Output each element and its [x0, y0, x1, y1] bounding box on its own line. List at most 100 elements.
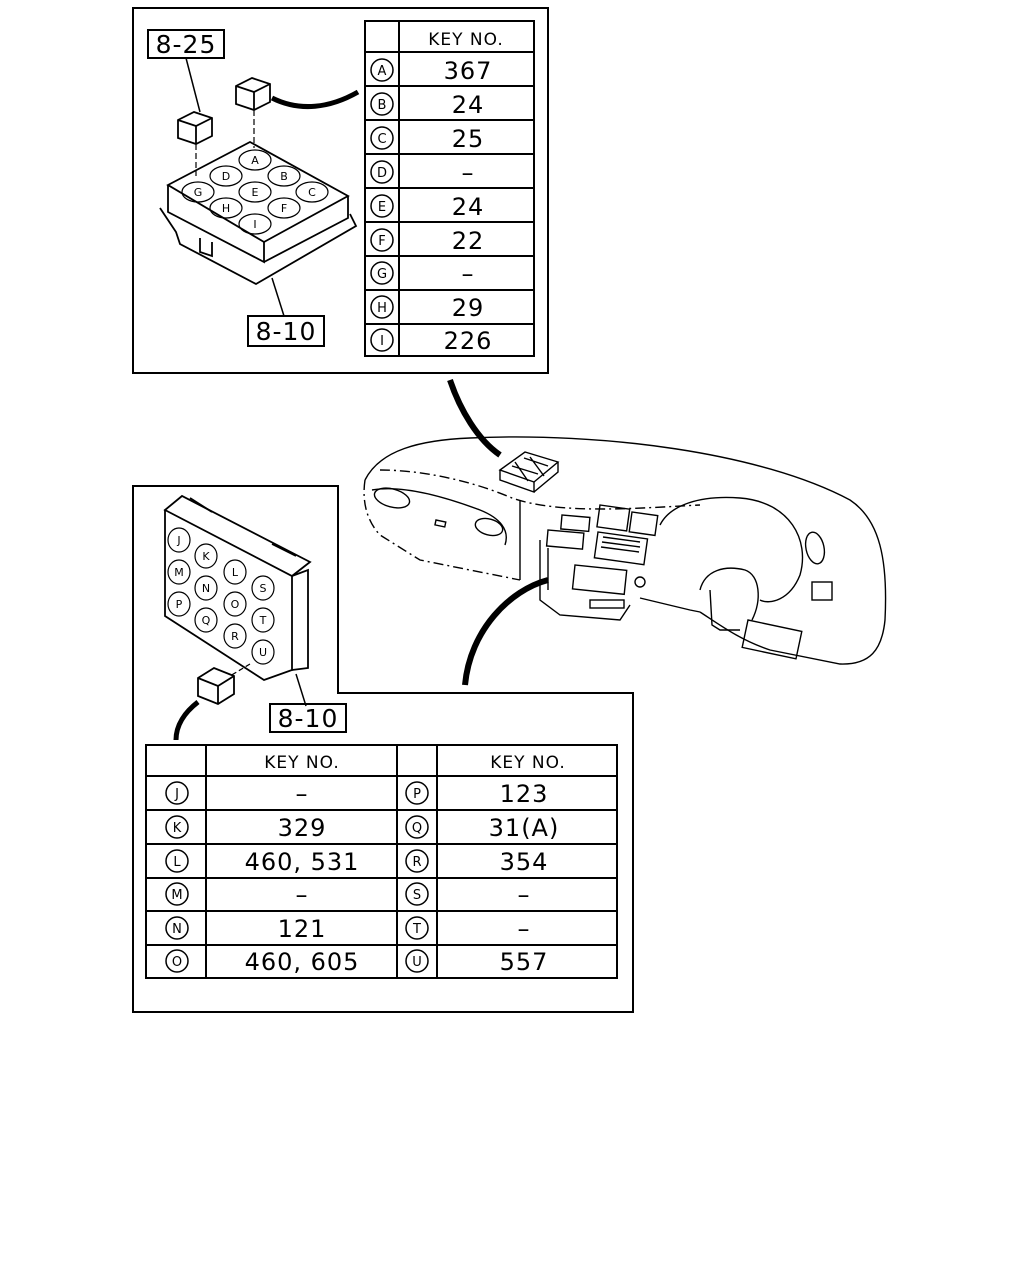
table-row: P 123 [405, 780, 549, 808]
svg-text:Q: Q [202, 614, 211, 627]
svg-text:D: D [222, 170, 230, 183]
table-row: C 25 [370, 125, 485, 153]
table-row: D – [370, 159, 475, 187]
svg-text:N: N [202, 582, 210, 595]
bottom-key-table: KEY NO. KEY NO. J – K 329 L 460, 531 M [145, 744, 618, 979]
ref-box-8-10-top: 8-10 [247, 315, 325, 347]
table-row: O 460, 605 [165, 948, 360, 976]
dashboard-illustration [363, 436, 887, 665]
table-row: K 329 [165, 814, 327, 842]
table-row: B 24 [370, 91, 485, 119]
row-value: 25 [452, 125, 485, 153]
row-letter: N [172, 922, 182, 937]
table-row: T – [405, 915, 531, 943]
relay-block-top: A D B G E C H F I [159, 140, 358, 317]
row-value: 24 [452, 193, 485, 221]
table-row: A 367 [370, 57, 493, 85]
row-value: – [296, 881, 309, 909]
svg-text:E: E [252, 186, 259, 199]
relay-icon [197, 666, 235, 706]
row-letter: G [377, 267, 387, 282]
svg-text:I: I [253, 218, 256, 231]
row-letter: F [378, 234, 385, 249]
table-row: U 557 [405, 948, 549, 976]
relay-block-bottom: J K L S M N O T P Q R U [163, 494, 312, 707]
row-letter: Q [412, 821, 422, 836]
svg-text:C: C [308, 186, 316, 199]
table-row: H 29 [370, 294, 485, 322]
row-letter: K [173, 821, 182, 836]
ref-box-8-10-bottom: 8-10 [269, 703, 347, 733]
svg-text:R: R [231, 630, 239, 643]
row-value: 31(A) [489, 814, 560, 842]
leader-curve [173, 700, 200, 741]
top-panel: 8-25 [132, 7, 549, 374]
table-row: F 22 [370, 227, 485, 255]
table-header-right: KEY NO. [490, 753, 566, 773]
row-value: 354 [500, 848, 549, 876]
row-letter: T [412, 922, 421, 937]
leader-curve [270, 89, 360, 110]
row-letter: P [413, 787, 421, 802]
row-letter: B [378, 98, 387, 113]
row-letter: E [378, 200, 386, 215]
row-letter: L [173, 855, 181, 870]
svg-text:U: U [259, 646, 267, 659]
svg-text:O: O [231, 598, 240, 611]
svg-text:A: A [251, 154, 259, 167]
row-letter: J [174, 787, 179, 802]
row-value: – [462, 260, 475, 288]
ref-box-8-25: 8-25 [147, 29, 225, 113]
table-row: Q 31(A) [405, 814, 560, 842]
svg-text:J: J [176, 534, 180, 547]
row-value: 123 [500, 780, 549, 808]
top-panel-frame [132, 7, 549, 374]
row-value: 557 [500, 948, 549, 976]
row-value: 24 [452, 91, 485, 119]
row-letter: C [377, 132, 386, 147]
row-value: – [462, 159, 475, 187]
relay-icon [177, 111, 213, 176]
svg-text:B: B [280, 170, 288, 183]
row-letter: A [378, 64, 387, 79]
row-letter: U [412, 955, 422, 970]
row-letter: H [377, 301, 387, 316]
row-value: – [518, 881, 531, 909]
row-letter: D [377, 166, 387, 181]
row-value: 329 [278, 814, 327, 842]
bottom-panel-frame [132, 485, 634, 1013]
socket-letters [181, 149, 329, 235]
row-value: 29 [452, 294, 485, 322]
bottom-panel: J K L S M N O T P Q R U 8-10 [132, 485, 634, 1013]
row-value: 226 [444, 327, 493, 355]
row-letter: O [172, 955, 182, 970]
row-letter: M [171, 888, 182, 903]
ref-label-8-10-bottom: 8-10 [278, 704, 339, 733]
svg-text:K: K [202, 550, 210, 563]
leader-curve [447, 379, 502, 458]
svg-text:F: F [281, 202, 287, 215]
row-value: 460, 605 [245, 948, 360, 976]
row-letter: I [380, 334, 384, 349]
table-row: S – [405, 881, 531, 909]
row-letter: R [412, 855, 421, 870]
svg-text:M: M [174, 566, 184, 579]
top-key-table: KEY NO. A 367 B 24 C 25 D – [364, 20, 535, 357]
ref-label-8-25: 8-25 [156, 30, 217, 59]
leader-curve [462, 577, 549, 686]
row-value: – [296, 780, 309, 808]
row-value: 460, 531 [245, 848, 360, 876]
row-value: 367 [444, 57, 493, 85]
table-row: J – [165, 780, 309, 808]
row-value: – [518, 915, 531, 943]
table-row: E 24 [370, 193, 485, 221]
svg-text:G: G [194, 186, 203, 199]
table-row: M – [165, 881, 309, 909]
svg-text:L: L [232, 566, 239, 579]
relay-icon [235, 77, 271, 148]
table-row: L 460, 531 [165, 848, 360, 876]
row-value: 22 [452, 227, 485, 255]
table-header: KEY NO. [428, 30, 504, 50]
svg-text:P: P [176, 598, 183, 611]
